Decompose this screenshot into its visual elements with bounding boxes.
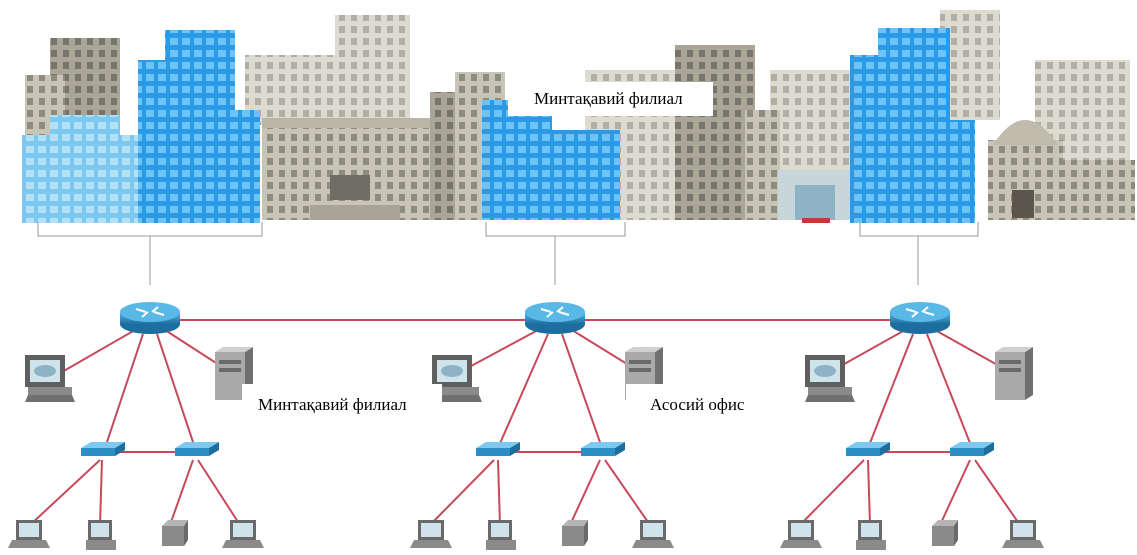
pc-icon <box>856 520 886 550</box>
building-civic-roof <box>262 118 452 128</box>
switch-icon <box>81 442 125 456</box>
building-store-step <box>802 218 830 223</box>
building-grey <box>745 110 780 220</box>
network-links <box>29 319 1021 526</box>
switch-icon <box>175 442 219 456</box>
lan-link <box>197 459 241 526</box>
laptop-icon <box>632 520 674 548</box>
lan-link <box>974 459 1021 526</box>
pc-icon <box>86 520 116 550</box>
building-light-blue <box>50 115 120 140</box>
workstations <box>25 355 855 402</box>
label-main-office: Асосий офис <box>626 384 786 424</box>
lan-link <box>99 459 103 526</box>
lan-link <box>29 459 101 526</box>
lan-link <box>561 333 603 449</box>
building-blue <box>482 100 552 220</box>
lan-link <box>104 333 144 449</box>
building-store-door <box>795 185 835 220</box>
router-icon <box>890 302 950 334</box>
pc-tower-icon <box>562 520 588 546</box>
workstation-icon <box>432 355 482 402</box>
lan-link <box>939 459 971 526</box>
lan-link <box>497 333 549 449</box>
workstation-icon <box>805 355 855 402</box>
lan-link <box>169 459 194 526</box>
switch-icon <box>950 442 994 456</box>
site-brackets <box>37 222 979 285</box>
servers <box>215 347 1033 400</box>
bracket-right <box>859 222 979 285</box>
lan-link <box>926 333 973 449</box>
lan-link <box>604 459 651 526</box>
lan-link <box>867 459 871 526</box>
lan-link <box>61 329 136 373</box>
building-blue <box>545 130 620 220</box>
building-bg <box>335 15 410 125</box>
switch-icon <box>476 442 520 456</box>
building-civic <box>262 125 452 220</box>
lan-link <box>459 329 539 373</box>
building-civic-base <box>310 205 400 220</box>
building-annex <box>1060 160 1135 220</box>
label-regional-branch-left: Минтақавий филиал <box>242 384 442 424</box>
switches <box>81 442 994 456</box>
lan-link <box>429 459 495 526</box>
building-dome <box>993 120 1058 145</box>
routers <box>120 302 950 334</box>
lan-link <box>569 459 601 526</box>
laptop-icon <box>410 520 452 548</box>
router-icon <box>120 302 180 334</box>
pc-icon <box>486 520 516 550</box>
laptop-icon <box>222 520 264 548</box>
workstation-icon <box>25 355 75 402</box>
bracket-center <box>485 222 626 285</box>
building-grey <box>675 45 755 220</box>
bracket-left <box>37 222 263 285</box>
laptop-icon <box>1002 520 1044 548</box>
laptop-icon <box>8 520 50 548</box>
lan-link <box>497 459 501 526</box>
building-blue <box>930 120 975 223</box>
lan-link <box>867 333 914 449</box>
client-pcs <box>8 520 1044 550</box>
switch-icon <box>581 442 625 456</box>
building-domed-door <box>1012 190 1034 218</box>
router-icon <box>525 302 585 334</box>
building-civic-door <box>330 175 370 200</box>
building-blue <box>215 110 260 223</box>
server-icon <box>995 347 1033 400</box>
pc-tower-icon <box>162 520 188 546</box>
city-skyline <box>22 10 1135 223</box>
pc-tower-icon <box>932 520 958 546</box>
label-regional-branch-top: Минтақавий филиал <box>508 82 713 116</box>
laptop-icon <box>780 520 822 548</box>
lan-link <box>799 459 865 526</box>
lan-link <box>156 333 196 449</box>
building-light-blue <box>22 135 157 223</box>
switch-icon <box>846 442 890 456</box>
